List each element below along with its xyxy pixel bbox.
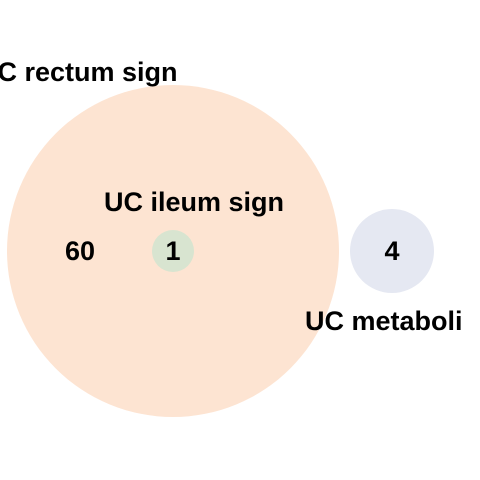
region-count-rectum-ileum: 1 <box>165 236 180 266</box>
region-count-metabolic-only: 4 <box>384 236 399 266</box>
set-circle-ileum <box>152 230 194 272</box>
set-label-metabolic: UC metaboli <box>305 306 463 336</box>
region-count-rectum-only: 60 <box>65 236 95 266</box>
set-label-rectum: UC rectum sign <box>0 57 178 87</box>
set-circle-metabolic <box>350 209 434 293</box>
set-label-ileum: UC ileum sign <box>104 187 284 217</box>
